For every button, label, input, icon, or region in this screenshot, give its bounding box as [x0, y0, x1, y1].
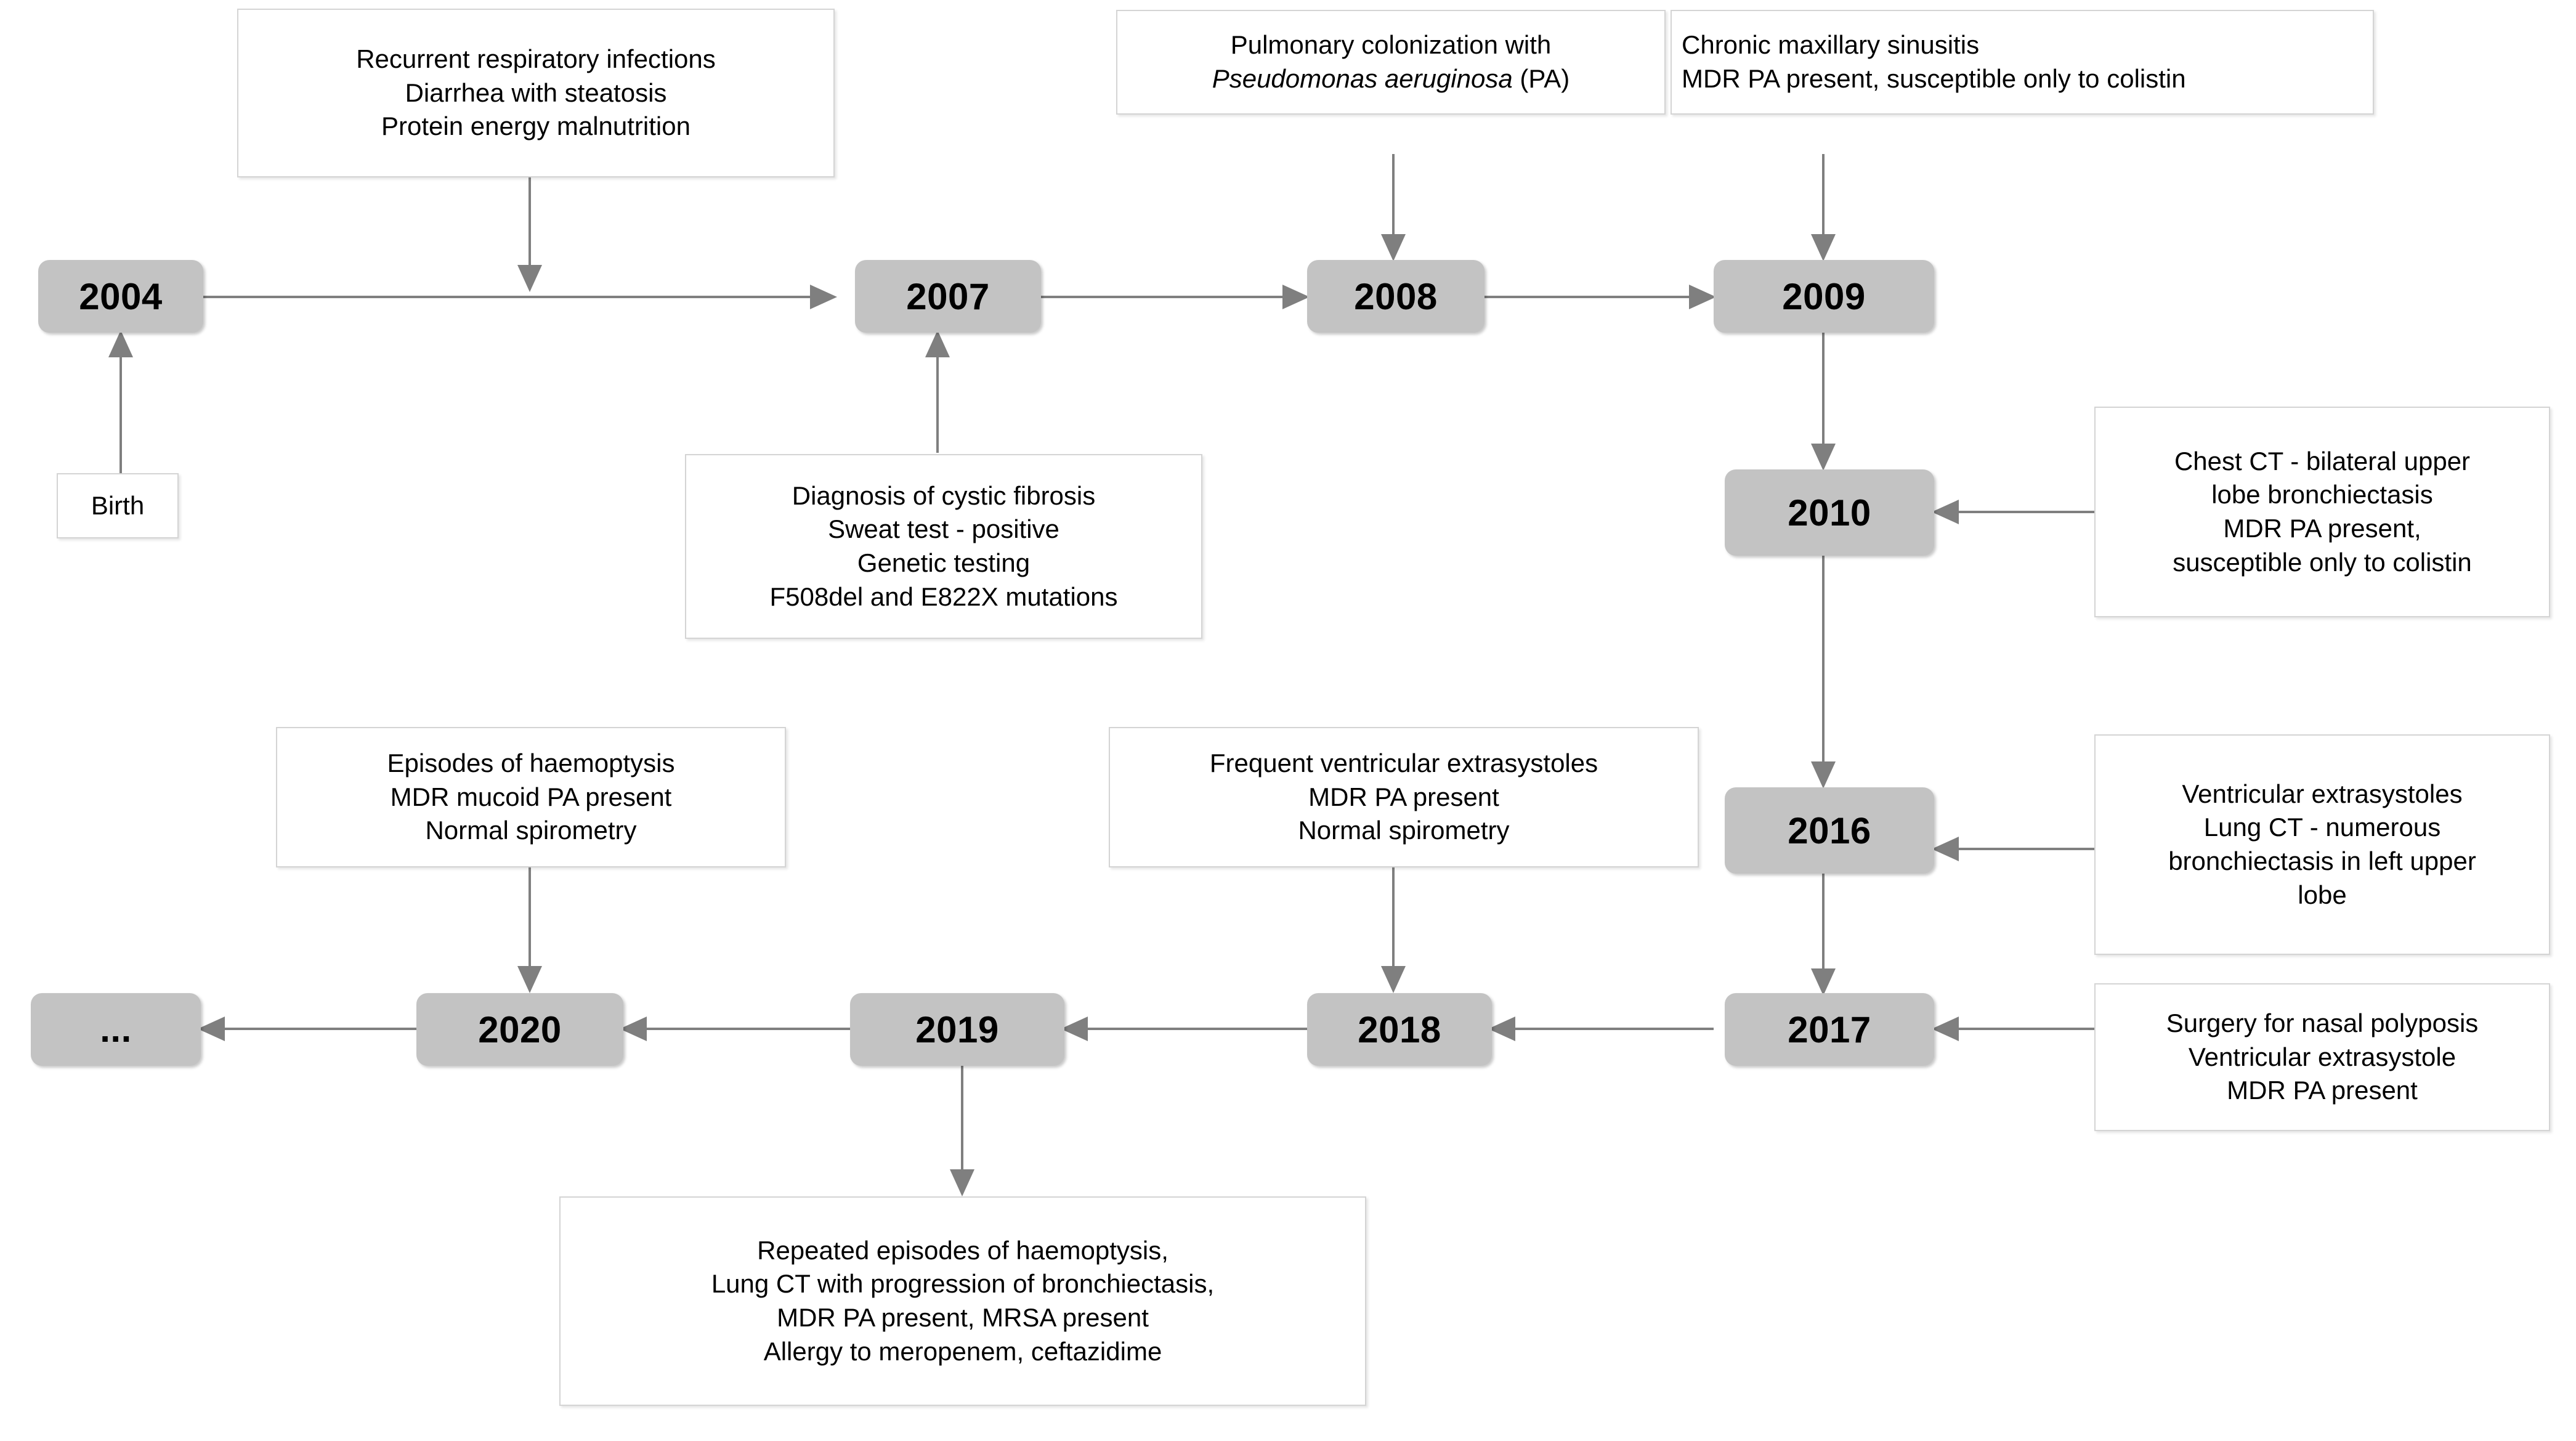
note-line-1: Pseudomonas aeruginosa (PA): [1212, 62, 1570, 96]
note-line-1: MDR mucoid PA present: [390, 782, 672, 811]
note-2020-haemoptysis: Episodes of haemoptysis MDR mucoid PA pr…: [276, 727, 786, 867]
note-line-0: Chronic maxillary sinusitis: [1682, 30, 1980, 60]
note-line-3: Allergy to meropenem, ceftazidime: [763, 1336, 1162, 1366]
note-line-1: Ventricular extrasystole: [2188, 1042, 2457, 1071]
year-node-2020[interactable]: 2020: [416, 993, 623, 1066]
note-line-0: Surgery for nasal polyposis: [2166, 1009, 2479, 1038]
note-2019-repeated: Repeated episodes of haemoptysis, Lung C…: [559, 1196, 1366, 1406]
year-node-2004[interactable]: 2004: [38, 260, 203, 333]
year-node-2010[interactable]: 2010: [1725, 469, 1934, 556]
note-line-0: Episodes of haemoptysis: [387, 749, 675, 778]
note-2017-surgery: Surgery for nasal polyposis Ventricular …: [2094, 983, 2550, 1131]
note-line-3: susceptible only to colistin: [2173, 547, 2472, 577]
note-birth-line-0: Birth: [91, 490, 145, 520]
year-node-2016[interactable]: 2016: [1725, 787, 1934, 874]
note-2009-sinusitis: Chronic maxillary sinusitis MDR PA prese…: [1671, 10, 2374, 115]
ellipsis-label: ...: [100, 1009, 132, 1050]
note-line-2: bronchiectasis in left upper: [2168, 846, 2476, 875]
note-2010-chest-ct: Chest CT - bilateral upper lobe bronchie…: [2094, 407, 2550, 617]
note-line-0: Chest CT - bilateral upper: [2174, 446, 2471, 476]
note-line-0: Frequent ventricular extrasystoles: [1209, 749, 1598, 778]
year-label-2018: 2018: [1358, 1009, 1441, 1050]
note-2007-diagnosis: Diagnosis of cystic fibrosis Sweat test …: [685, 454, 1202, 639]
note-birth: Birth: [57, 473, 179, 538]
year-node-2019[interactable]: 2019: [850, 993, 1064, 1066]
note-2008-colonization: Pulmonary colonization with Pseudomonas …: [1116, 10, 1666, 115]
note-line-1: MDR PA present: [1308, 782, 1499, 811]
note-2007-symptoms: Recurrent respiratory infections Diarrhe…: [237, 9, 835, 177]
note-line-0: Pulmonary colonization with: [1230, 30, 1552, 60]
note-line-1: Diarrhea with steatosis: [405, 78, 667, 107]
year-node-2009[interactable]: 2009: [1714, 260, 1934, 333]
note-line-2: MDR PA present: [2227, 1076, 2418, 1105]
year-label-2007: 2007: [906, 275, 990, 317]
note-line-3: lobe: [2298, 880, 2347, 909]
year-label-2020: 2020: [478, 1009, 562, 1050]
year-label-2009: 2009: [1782, 275, 1866, 317]
note-line-2: Protein energy malnutrition: [381, 112, 691, 141]
note-line-0: Repeated episodes of haemoptysis,: [757, 1235, 1169, 1265]
note-line-2: MDR PA present, MRSA present: [777, 1303, 1149, 1332]
note-line-1: Sweat test - positive: [828, 514, 1059, 544]
year-label-2004: 2004: [79, 275, 163, 317]
year-node-2008[interactable]: 2008: [1307, 260, 1484, 333]
note-line-0: Recurrent respiratory infections: [356, 44, 716, 74]
note-line-1: lobe bronchiectasis: [2211, 480, 2433, 509]
note-2018-extrasystoles: Frequent ventricular extrasystoles MDR P…: [1109, 727, 1699, 867]
note-line-0: Diagnosis of cystic fibrosis: [792, 481, 1096, 510]
year-label-2016: 2016: [1788, 810, 1871, 851]
note-line-2: Genetic testing: [857, 548, 1031, 577]
note-line-2: MDR PA present,: [2223, 514, 2421, 543]
note-line-1: Lung CT with progression of bronchiectas…: [711, 1269, 1215, 1299]
note-line-0: Ventricular extrasystoles: [2182, 779, 2463, 808]
species-name: Pseudomonas aeruginosa: [1212, 64, 1513, 93]
note-line-1: MDR PA present, susceptible only to coli…: [1682, 64, 2186, 93]
year-label-2010: 2010: [1788, 492, 1871, 534]
note-line-2: Normal spirometry: [425, 816, 637, 845]
note-2016-lung-ct: Ventricular extrasystoles Lung CT - nume…: [2094, 734, 2550, 955]
note-line-1: Lung CT - numerous: [2203, 813, 2441, 842]
note-line-2: Normal spirometry: [1298, 816, 1510, 845]
year-node-2007[interactable]: 2007: [855, 260, 1041, 333]
year-node-ellipsis[interactable]: ...: [31, 993, 201, 1066]
year-node-2017[interactable]: 2017: [1725, 993, 1934, 1066]
year-node-2018[interactable]: 2018: [1307, 993, 1492, 1066]
year-label-2008: 2008: [1354, 275, 1438, 317]
note-line-3: F508del and E822X mutations: [769, 582, 1118, 611]
year-label-2019: 2019: [915, 1009, 999, 1050]
year-label-2017: 2017: [1788, 1009, 1871, 1050]
species-suffix: (PA): [1512, 64, 1570, 93]
